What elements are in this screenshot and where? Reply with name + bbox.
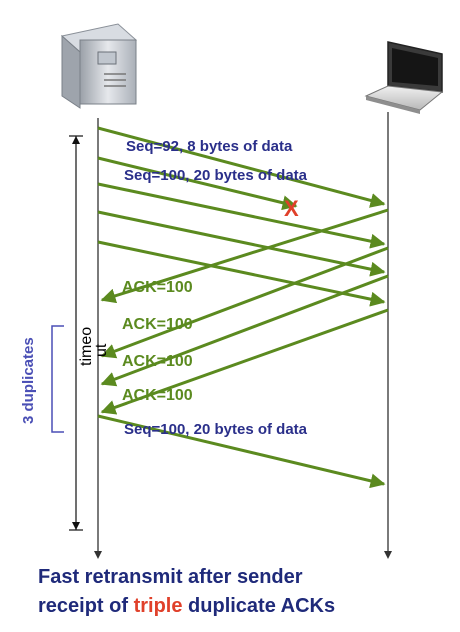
timeout-interval bbox=[69, 135, 83, 531]
caption-line-2-post: duplicate ACKs bbox=[182, 595, 336, 617]
server-icon bbox=[60, 23, 138, 109]
loss-mark: X bbox=[284, 196, 299, 221]
segment-arrow-seq100-lost bbox=[97, 156, 298, 211]
ack-arrow-1 bbox=[100, 208, 389, 304]
timeout-label-line2: ut bbox=[93, 343, 110, 357]
laptop-icon bbox=[364, 41, 444, 114]
caption-line-2-pre: receipt of bbox=[38, 595, 134, 617]
caption-line-2: receipt of triple duplicate ACKs bbox=[38, 592, 448, 621]
duplicates-bracket bbox=[51, 325, 64, 433]
label-retransmit: Seq=100, 20 bytes of data bbox=[124, 421, 308, 438]
caption: Fast retransmit after sender receipt of … bbox=[38, 563, 448, 621]
label-ack-3: ACK=100 bbox=[122, 353, 193, 370]
segment-arrow-seq92 bbox=[97, 126, 386, 208]
label-seq100: Seq=100, 20 bytes of data bbox=[124, 167, 308, 184]
segment-arrow-retransmit bbox=[97, 414, 386, 489]
segment-arrow-3 bbox=[97, 182, 386, 249]
segment-arrow-4 bbox=[97, 210, 386, 277]
segment-arrow-5 bbox=[97, 240, 386, 307]
label-ack-2: ACK=100 bbox=[122, 316, 193, 333]
ack-arrow-3 bbox=[100, 274, 389, 387]
ack-arrow-2 bbox=[100, 246, 389, 359]
label-ack-4: ACK=100 bbox=[122, 387, 193, 404]
timeout-label-line1: timeo bbox=[78, 327, 95, 366]
label-ack-1: ACK=100 bbox=[122, 279, 193, 296]
caption-line-1: Fast retransmit after sender bbox=[38, 566, 303, 588]
caption-highlight-triple: triple bbox=[133, 595, 183, 617]
duplicates-label: 3 duplicates bbox=[20, 337, 37, 424]
label-seq92: Seq=92, 8 bytes of data bbox=[126, 138, 293, 155]
ack-arrow-4 bbox=[100, 308, 389, 415]
